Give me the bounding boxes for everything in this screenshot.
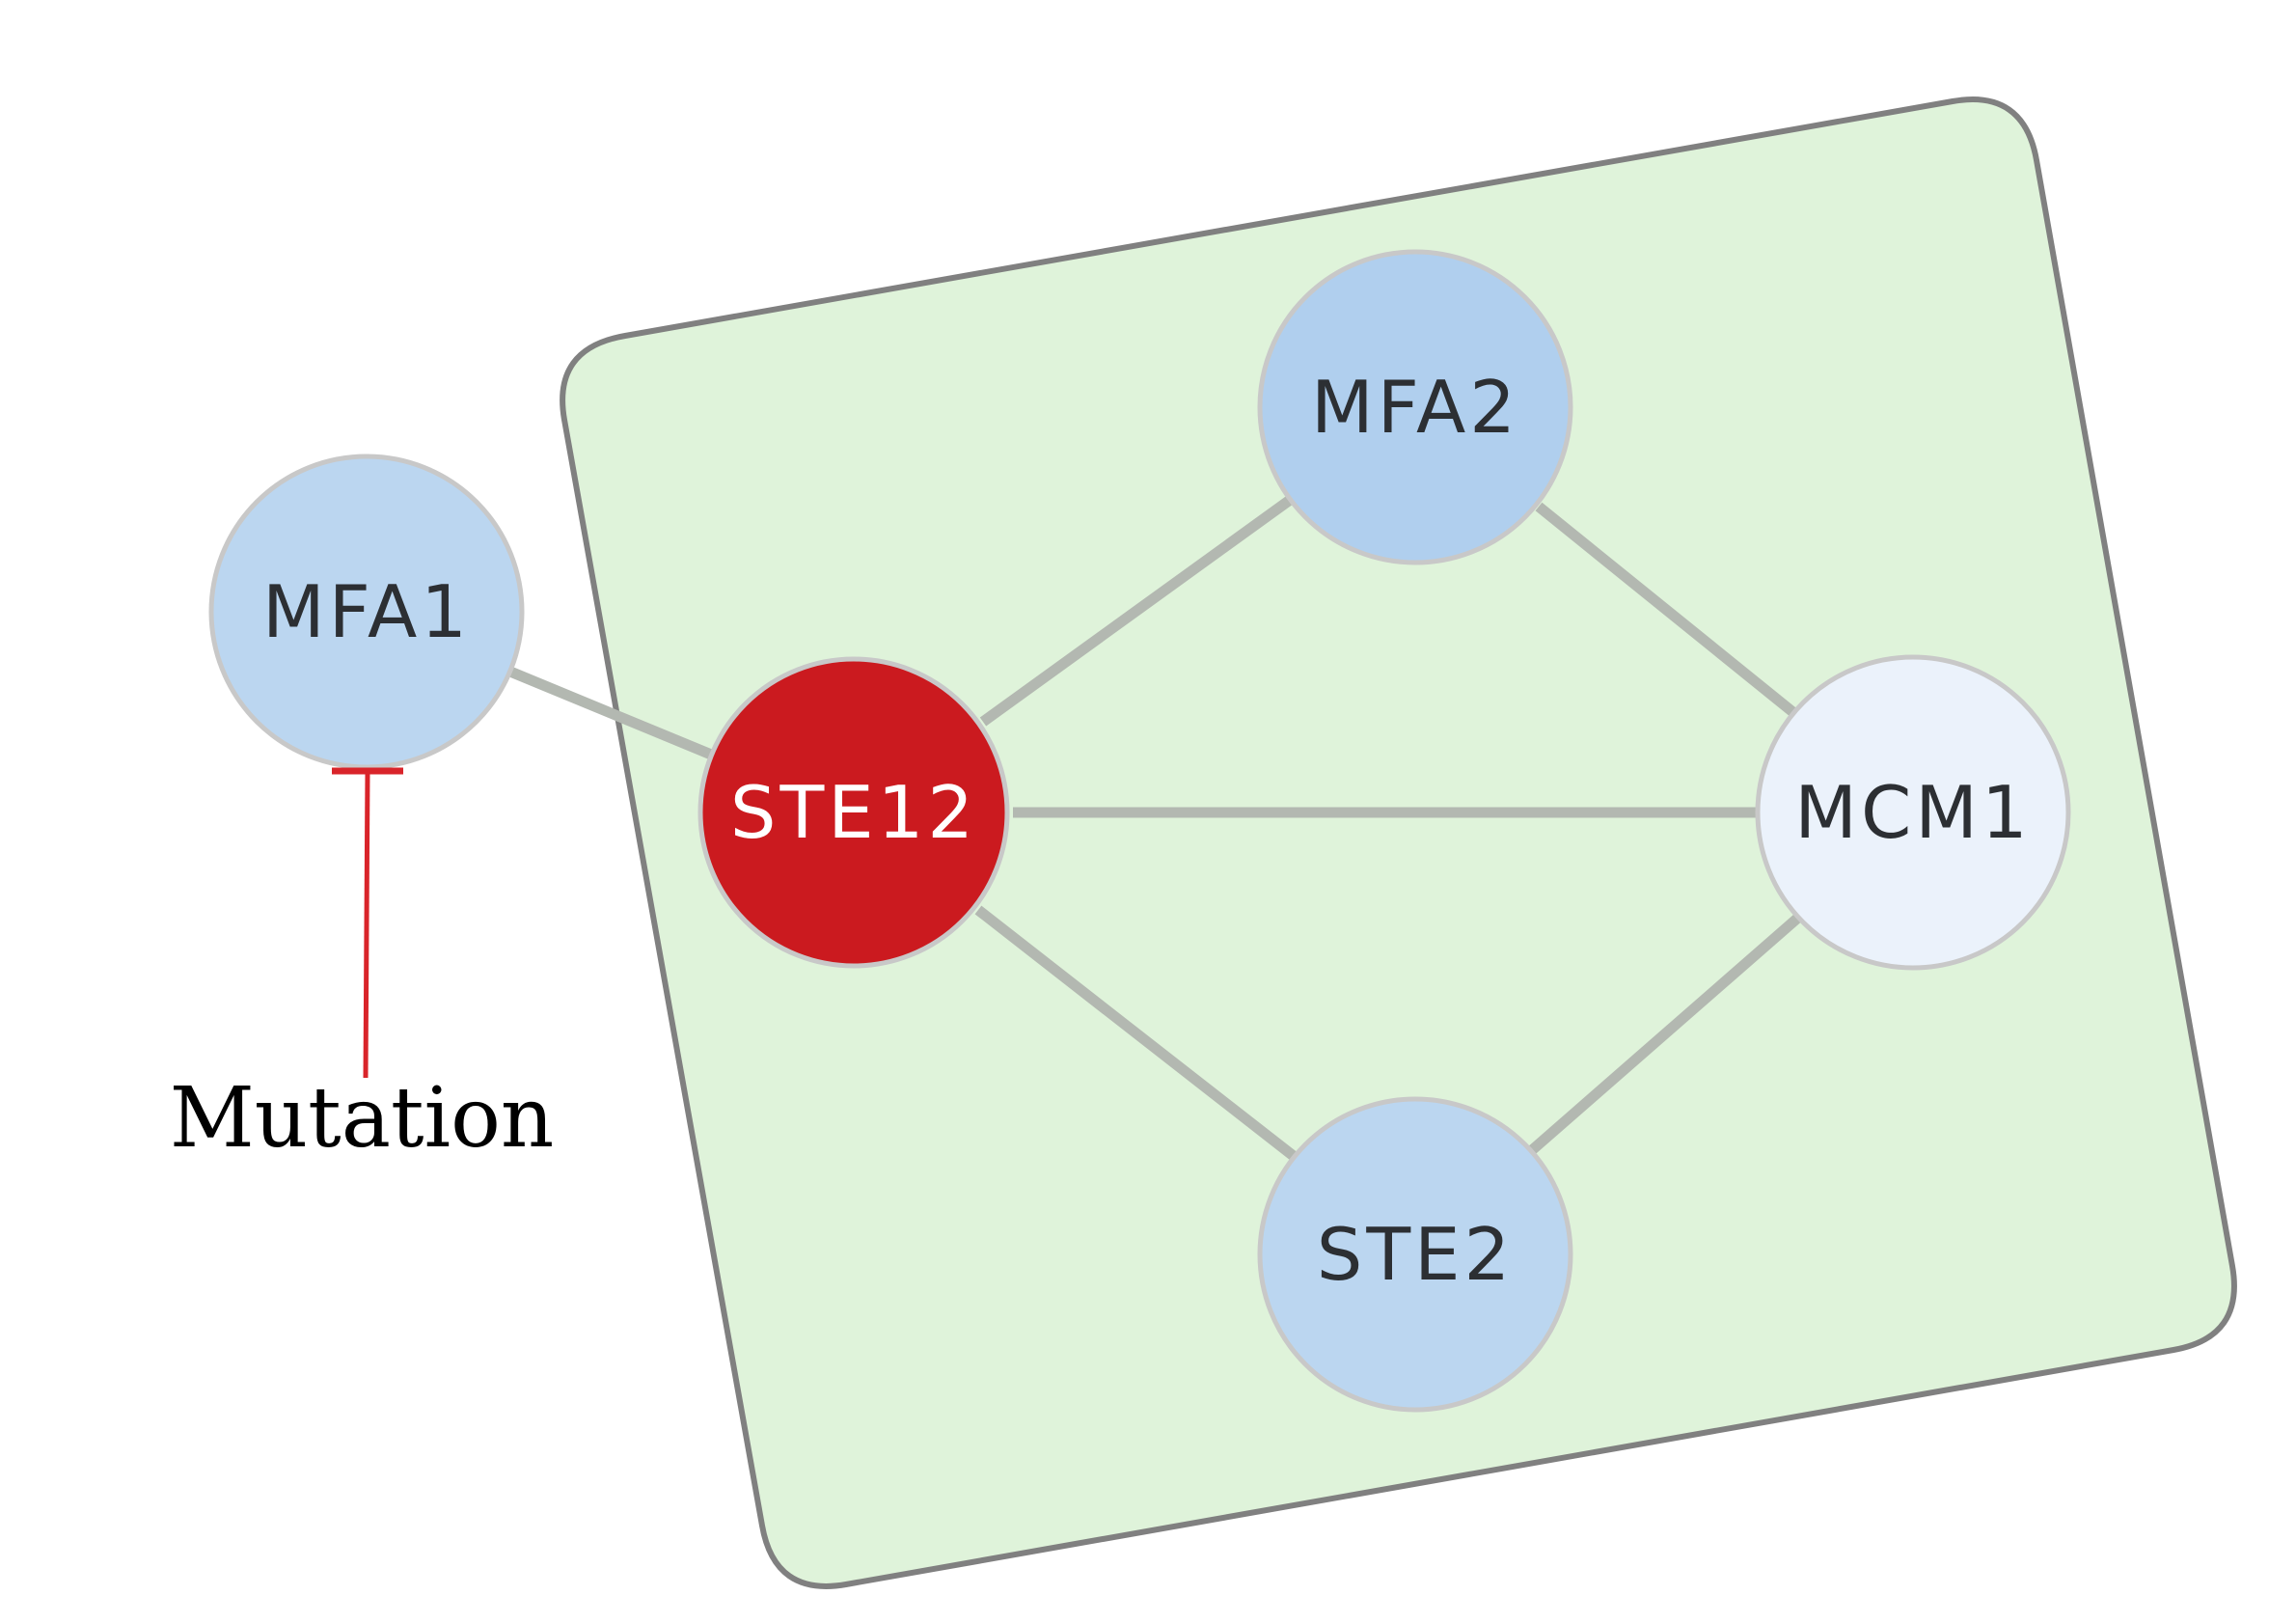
node-ste2: STE2	[1257, 1096, 1573, 1413]
edge-ste2-mcm1	[1528, 912, 1803, 1155]
node-mfa1: MFA1	[208, 454, 525, 770]
node-mcm1: MCM1	[1755, 654, 2071, 971]
node-ste2-circle	[1257, 1096, 1573, 1413]
node-ste12-circle	[697, 656, 1010, 969]
edge-mfa1-ste12	[507, 666, 719, 762]
edges	[507, 493, 1803, 1162]
edge-mfa2-mcm1	[1535, 502, 1799, 719]
mutation-annotation: Mutation	[170, 767, 555, 1167]
node-mfa2-circle	[1257, 249, 1573, 565]
node-ste12: STE12	[697, 656, 1010, 969]
node-ste2-label: STE2	[1317, 1212, 1515, 1297]
mutation-inhibition-line	[363, 770, 370, 1079]
node-mcm1-circle	[1755, 654, 2071, 971]
node-mfa1-circle	[208, 454, 525, 770]
node-mfa2: MFA2	[1257, 249, 1573, 565]
node-ste12-label: STE12	[730, 770, 977, 855]
mutation-label: Mutation	[170, 1070, 555, 1167]
module-group-box	[560, 96, 2237, 1589]
node-mfa1-label: MFA1	[262, 569, 471, 654]
node-mfa2-label: MFA2	[1311, 365, 1519, 450]
edge-ste12-mfa2	[979, 493, 1297, 727]
node-mcm1-label: MCM1	[1794, 770, 2032, 855]
edge-ste12-ste2	[974, 905, 1298, 1162]
